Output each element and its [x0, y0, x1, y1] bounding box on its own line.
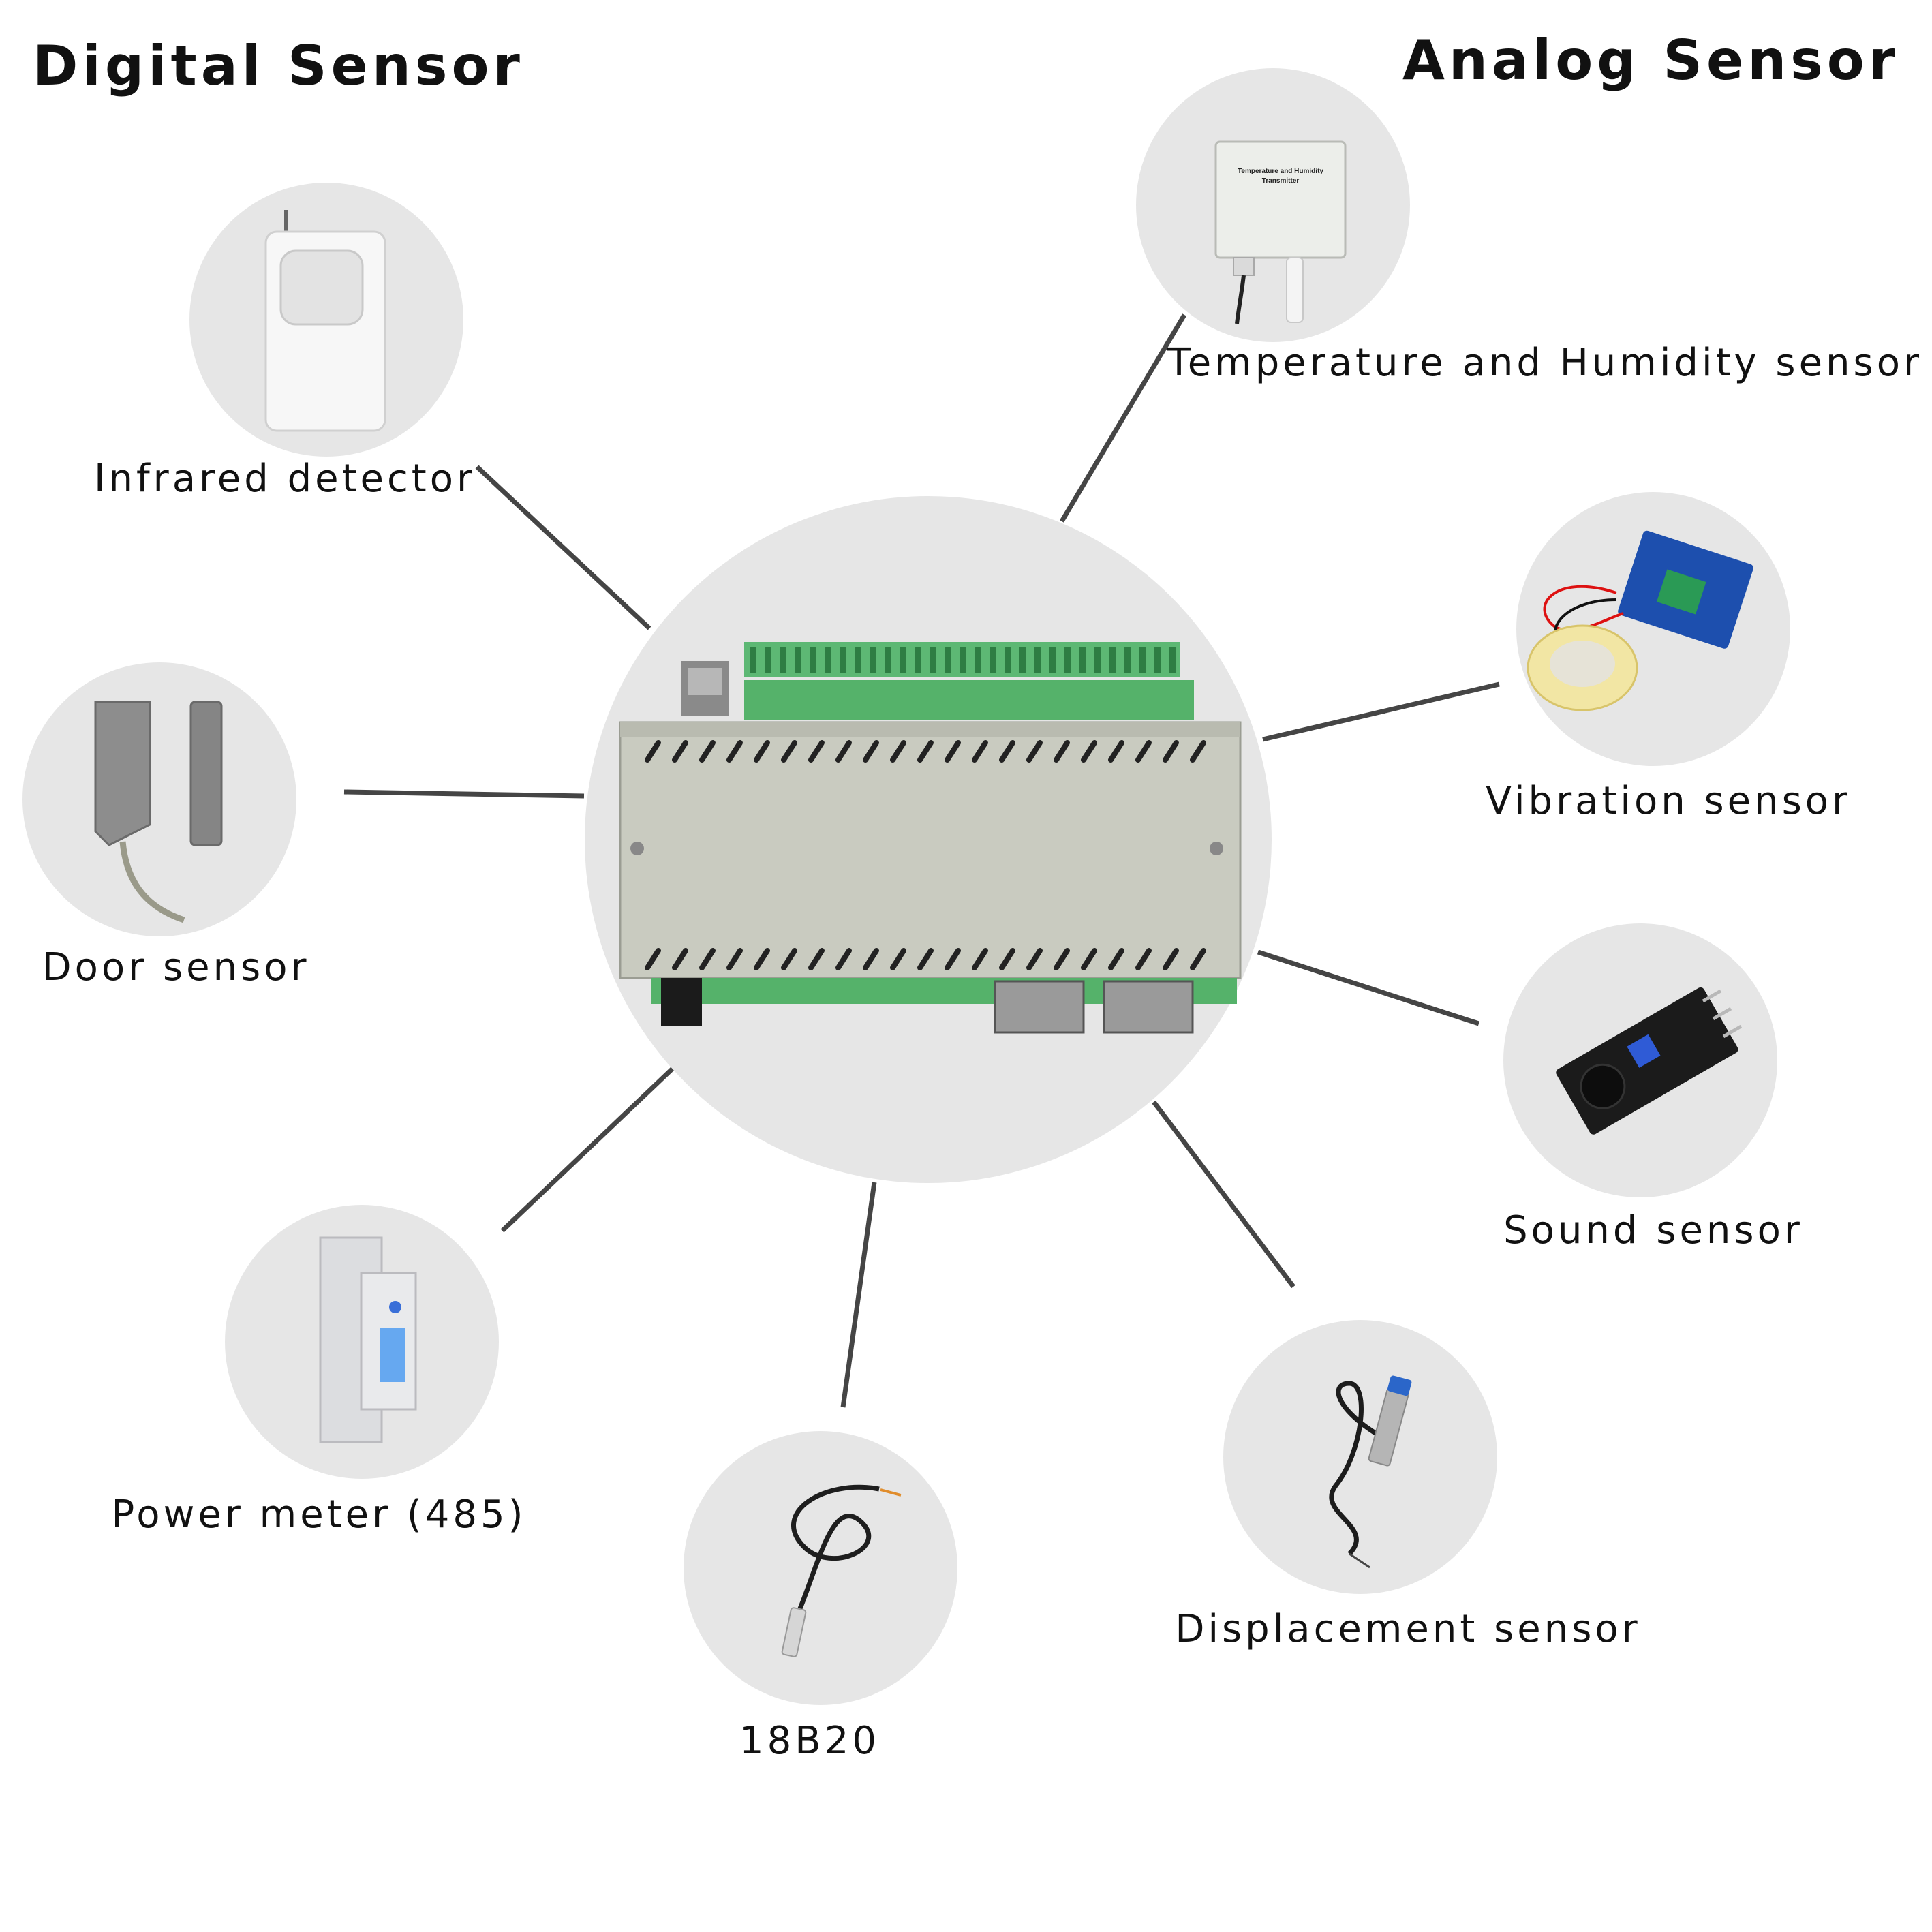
displacement-label: Displacement sensor	[1175, 1607, 1641, 1651]
connector-displacement	[1152, 1100, 1295, 1289]
connector-18b20	[840, 1182, 877, 1408]
digital-sensor-heading: Digital Sensor	[33, 34, 524, 97]
connector-sound	[1257, 949, 1480, 1026]
piezo-module-icon	[1527, 530, 1753, 711]
connector-infrared	[475, 465, 651, 630]
ds18b20-circle	[684, 1431, 957, 1705]
proximity-sensor-icon	[1329, 1375, 1412, 1569]
transmitter-plate-text-1: Temperature and Humidity	[1238, 168, 1323, 175]
connector-door	[343, 789, 585, 799]
connector-vibration	[1262, 681, 1500, 742]
connector-power	[500, 1066, 675, 1233]
din-rail-meter-icon	[319, 1236, 417, 1443]
transmitter-box-icon: Temperature and Humidity Transmitter	[1214, 140, 1347, 324]
temphum-label: Temperature and Humidity sensor	[1167, 341, 1922, 385]
door-label: Door sensor	[42, 945, 310, 990]
door-contact-icon	[94, 701, 223, 923]
analog-sensor-heading: Analog Sensor	[1402, 29, 1900, 92]
sound-label: Sound sensor	[1503, 1208, 1803, 1253]
transmitter-plate-text-2: Transmitter	[1262, 177, 1300, 185]
controller-board-icon	[619, 642, 1242, 1034]
temperature-probe-icon	[781, 1484, 902, 1657]
infrared-label: Infrared detector	[93, 457, 476, 501]
power-label: Power meter (485)	[111, 1492, 527, 1537]
door-circle	[22, 662, 296, 936]
connector-temphum	[1059, 313, 1187, 523]
microphone-module-icon	[1556, 987, 1743, 1135]
pir-detector-icon	[264, 210, 386, 432]
displacement-circle	[1223, 1320, 1497, 1594]
ds18b20-label: 18B20	[739, 1719, 880, 1763]
vibration-label: Vibration sensor	[1485, 779, 1852, 823]
